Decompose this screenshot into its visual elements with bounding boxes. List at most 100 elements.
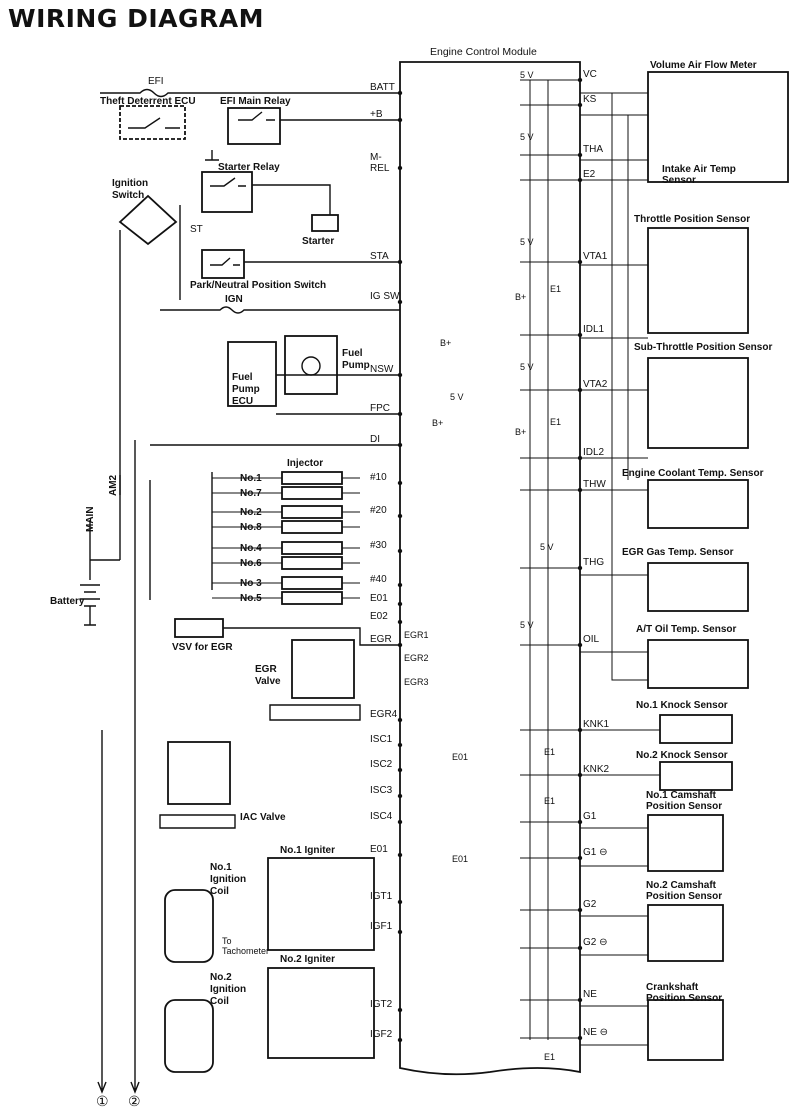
ecm-terminal-left: ISC3	[370, 785, 393, 796]
supply-label: E1	[550, 284, 561, 294]
efi-main-relay-label: EFI Main Relay	[220, 96, 291, 107]
sensor-box	[647, 227, 749, 334]
ecm-terminal-right: G1	[583, 811, 597, 822]
supply-label: E01	[452, 752, 468, 762]
vsv-for-egr	[174, 618, 224, 638]
no2-ignition-coil	[164, 999, 214, 1073]
injector-coil	[281, 576, 343, 590]
supply-label: E1	[544, 1052, 555, 1062]
ecm-terminal-left: IGT2	[370, 999, 393, 1010]
sensor-label: Throttle Position Sensor	[634, 214, 750, 225]
terminal-dot	[397, 819, 403, 825]
no2-igniter-label: No.2 Igniter	[280, 954, 335, 965]
ecm-terminal-right: E2	[583, 169, 596, 180]
terminal-dot	[397, 548, 403, 554]
efi-main-relay	[227, 107, 281, 145]
ecm-terminal-right: THW	[583, 479, 606, 490]
ecm-terminal-left: ISC2	[370, 759, 393, 770]
ecm-terminal-left: IGT1	[370, 891, 393, 902]
ecm-terminal-left: DI	[370, 434, 380, 445]
fuel-pump	[284, 335, 338, 395]
terminal-dot	[397, 299, 403, 305]
ecm-terminal-left: EGR4	[370, 709, 398, 720]
injector-coil	[281, 591, 343, 605]
ecm-terminal-left: E01	[370, 593, 388, 604]
sensor-label: No.1 Knock Sensor	[636, 700, 728, 711]
ecm-terminal-left: E02	[370, 611, 388, 622]
ecm-terminal-left: M-REL	[370, 152, 390, 174]
injector-cylinder-label: No.8	[240, 522, 262, 533]
terminal-dot	[397, 767, 403, 773]
ecm-terminal-left: STA	[370, 251, 389, 262]
ecm-terminal-left: #10	[370, 472, 387, 483]
vsv-label: VSV for EGR	[172, 642, 233, 653]
injector-cylinder-label: No.4	[240, 543, 262, 554]
supply-label: 5 V	[450, 392, 464, 402]
connector-2: ②	[128, 1093, 141, 1109]
supply-label: 5 V	[520, 237, 534, 247]
ecm-terminal-right: IDL1	[583, 324, 605, 335]
terminal-dot	[397, 929, 403, 935]
sensor-label: Sub-Throttle Position Sensor	[634, 342, 772, 353]
supply-label: E1	[550, 417, 561, 427]
ecm-terminal-right: G2 ⊖	[583, 937, 608, 948]
st-label: ST	[190, 224, 203, 235]
battery-label: Battery	[50, 596, 85, 607]
connector-1: ①	[96, 1093, 109, 1109]
ecm-terminal-right: VC	[583, 69, 597, 80]
ecm-terminal-right: THA	[583, 144, 603, 155]
starter-relay	[201, 171, 253, 213]
sensor-label: Engine Coolant Temp. Sensor	[622, 468, 764, 479]
injector-cylinder-label: No.2	[240, 507, 262, 518]
supply-label: 5 V	[520, 362, 534, 372]
ecm-terminal-left: NSW	[370, 364, 394, 375]
sensor-box	[659, 761, 733, 791]
injector-coil	[281, 486, 343, 500]
supply-label: E01	[452, 854, 468, 864]
ign-label: IGN	[225, 294, 243, 305]
ecm-terminal-left: EGR	[370, 634, 392, 645]
terminal-dot	[397, 899, 403, 905]
ecm-terminal-left: +B	[370, 109, 383, 120]
ecm-terminal-right: VTA2	[583, 379, 608, 390]
supply-label: E1	[544, 747, 555, 757]
terminal-dot	[397, 619, 403, 625]
terminal-dot	[397, 582, 403, 588]
iac-valve	[167, 741, 231, 805]
sensor-label: A/T Oil Temp. Sensor	[636, 624, 736, 635]
supply-label: E1	[544, 796, 555, 806]
supply-label: B+	[515, 427, 526, 437]
no2-igniter	[267, 967, 375, 1059]
no1-ignition-coil	[164, 889, 214, 963]
sensor-box	[647, 814, 724, 872]
battery-symbol	[80, 584, 100, 626]
ecm-terminal-right: KNK2	[583, 764, 610, 775]
terminal-dot	[397, 1037, 403, 1043]
ecm-terminal-right: THG	[583, 557, 604, 568]
am2-fuse-label: AM2	[108, 474, 119, 496]
supply-label: 5 V	[540, 542, 554, 552]
diagram-title: WIRING DIAGRAM	[8, 4, 264, 33]
sensor-label: EGR Gas Temp. Sensor	[622, 547, 734, 558]
main-fuse-label: MAIN	[85, 506, 96, 532]
supply-label: 5 V	[520, 620, 534, 630]
ecm-terminal-right: KS	[583, 94, 597, 105]
supply-label: B+	[515, 292, 526, 302]
injector-cylinder-labels: No.1No.7No.2No.8No.4No.6No 3No.5	[240, 473, 262, 604]
ecm-terminal-left: FPC	[370, 403, 390, 414]
ecm-label: Engine Control Module	[430, 46, 537, 58]
ignition-switch	[118, 194, 178, 246]
ecm-terminal-left: EGR2	[404, 653, 429, 663]
ecm-terminal-left: IGF1	[370, 921, 393, 932]
terminal-dot	[397, 165, 403, 171]
supply-label: B+	[440, 338, 451, 348]
terminal-dot	[397, 601, 403, 607]
